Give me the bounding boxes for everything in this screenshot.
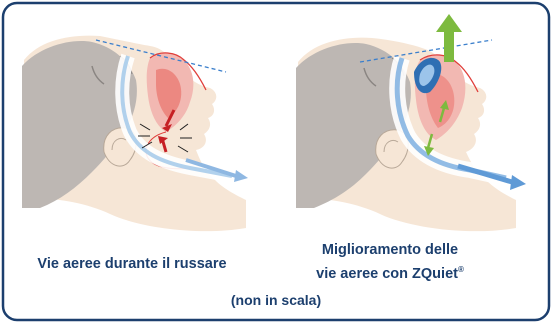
not-to-scale-note: (non in scala) — [0, 292, 552, 308]
caption-line-2: vie aeree con ZQuiet® — [300, 260, 480, 284]
caption-snoring-airway: Vie aeree durante il russare — [22, 256, 242, 272]
registered-mark: ® — [458, 265, 464, 274]
caption-zquiet-airway: Miglioramento delle vie aeree con ZQuiet… — [300, 240, 480, 284]
caption-line-1: Miglioramento delle — [300, 240, 480, 260]
